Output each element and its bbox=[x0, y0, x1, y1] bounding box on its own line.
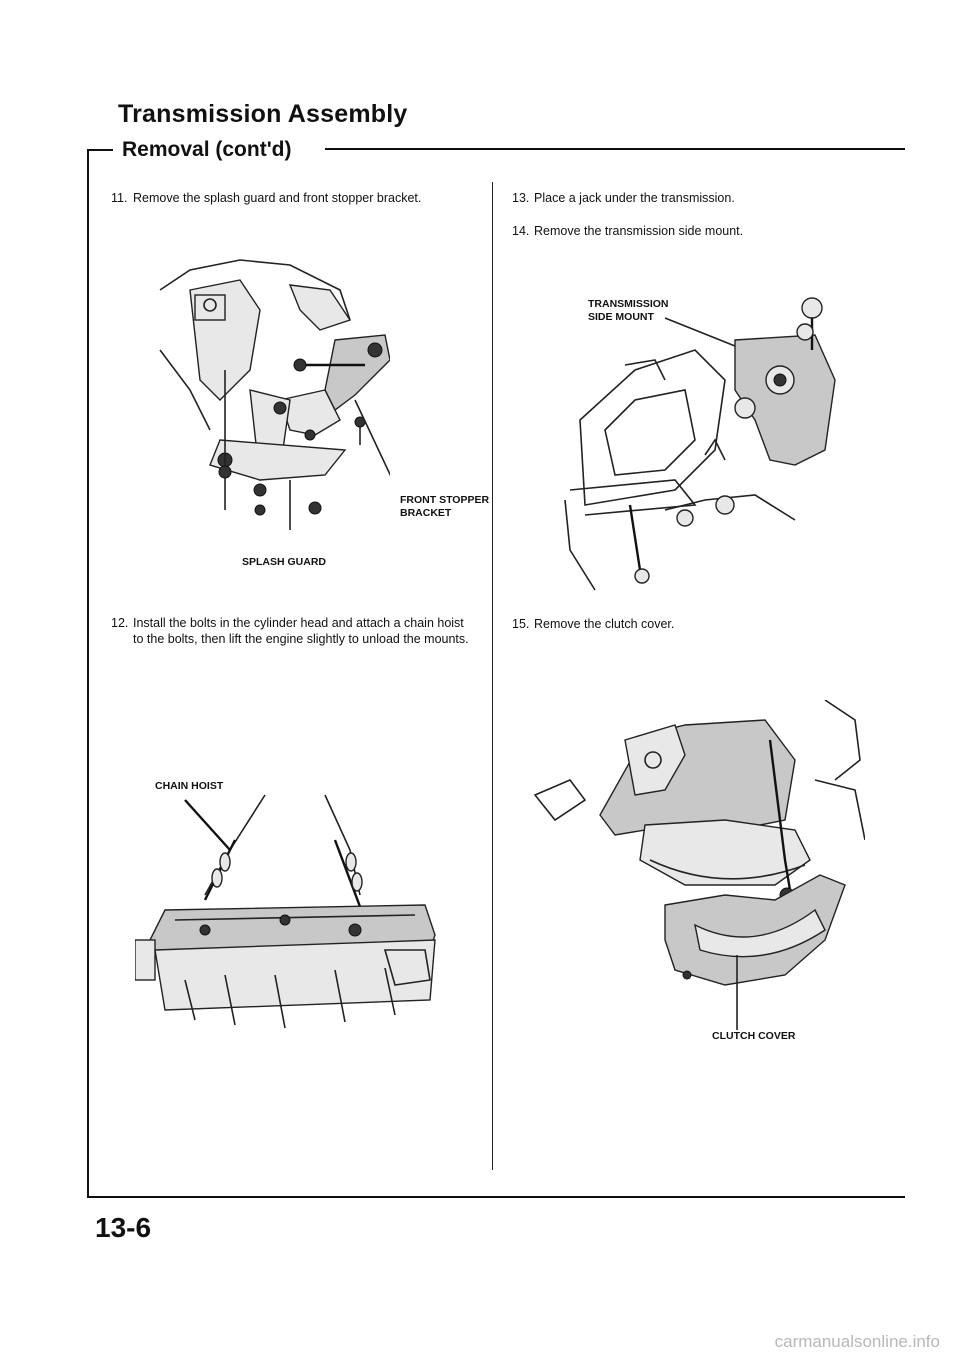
frame-rule-top-right bbox=[325, 148, 905, 150]
frame-rule-top-left bbox=[87, 149, 113, 151]
watermark: carmanualsonline.info bbox=[774, 1332, 940, 1351]
step-11: 11. Remove the splash guard and front sto… bbox=[111, 190, 481, 206]
step-number: 13. bbox=[512, 191, 530, 205]
frame-rule-left bbox=[87, 149, 89, 1197]
page-title: Transmission Assembly bbox=[118, 100, 408, 128]
transmission-side-mount-illustration bbox=[564, 297, 836, 591]
step-text: Remove the splash guard and front stoppe… bbox=[133, 191, 422, 205]
callout-clutch-cover: CLUTCH COVER bbox=[712, 1030, 796, 1042]
step-text: Install the bolts in the cylinder head a… bbox=[133, 616, 469, 646]
chain-hoist-illustration bbox=[135, 794, 436, 1029]
callout-chain-hoist: CHAIN HOIST bbox=[155, 780, 224, 792]
page-number: 13-6 bbox=[95, 1212, 152, 1243]
section-subtitle: Removal (cont'd) bbox=[122, 138, 292, 161]
step-14: 14. Remove the transmission side mount. bbox=[512, 223, 892, 239]
frame-rule-bottom bbox=[87, 1196, 905, 1198]
step-text: Place a jack under the transmission. bbox=[534, 191, 735, 205]
step-number: 11. bbox=[111, 191, 128, 205]
splash-guard-illustration bbox=[159, 259, 390, 530]
clutch-cover-illustration bbox=[533, 700, 865, 1030]
step-number: 14. bbox=[512, 224, 530, 238]
step-text: Remove the clutch cover. bbox=[534, 617, 675, 631]
step-number: 15. bbox=[512, 617, 530, 631]
step-12: 12. Install the bolts in the cylinder hea… bbox=[111, 615, 481, 647]
step-15: 15. Remove the clutch cover. bbox=[512, 616, 892, 632]
callout-front-stopper-bracket: FRONT STOPPER BRACKET bbox=[400, 494, 490, 519]
column-divider bbox=[492, 182, 493, 1170]
step-text: Remove the transmission side mount. bbox=[534, 224, 744, 238]
step-13: 13. Place a jack under the transmission. bbox=[512, 190, 892, 206]
step-number: 12. bbox=[111, 616, 129, 630]
callout-splash-guard: SPLASH GUARD bbox=[242, 556, 327, 568]
callout-transmission-side-mount: TRANSMISSION SIDE MOUNT bbox=[588, 298, 669, 323]
